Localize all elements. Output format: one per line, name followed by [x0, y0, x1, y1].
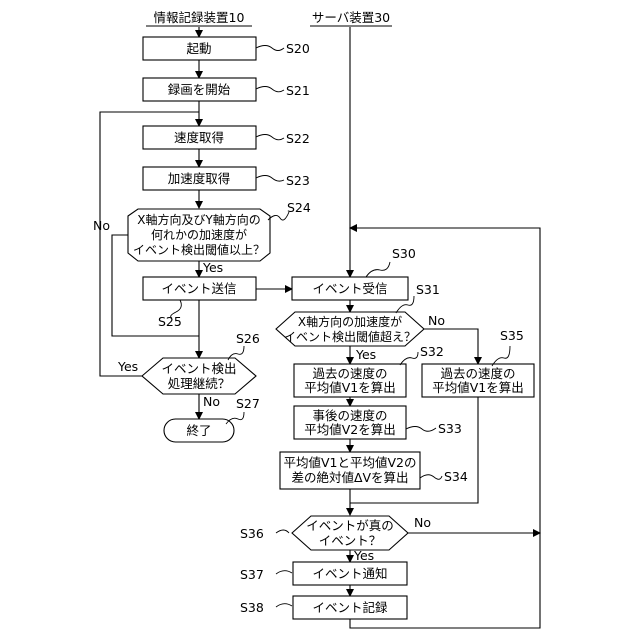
ref-s33: S33	[438, 421, 462, 436]
ref-s27: S27	[236, 396, 260, 411]
ref-s22: S22	[286, 131, 310, 146]
branch-s36-yes: Yes	[353, 548, 374, 563]
decision-s24-line1: X軸方向及びY軸方向の	[137, 212, 261, 227]
decision-s24-line3: イベント検出閾値以上？	[133, 242, 265, 257]
branch-s24-yes: Yes	[202, 260, 223, 275]
branch-s31-no: No	[428, 313, 445, 328]
ref-s25: S25	[158, 314, 182, 329]
ref-s23: S23	[286, 173, 310, 188]
branch-s26-no: No	[203, 394, 220, 409]
lane-header-device: 情報記録装置10	[154, 10, 245, 25]
terminal-s27-label: 終了	[186, 423, 211, 438]
branch-s36-no: No	[414, 515, 431, 530]
step-s32-line2: 平均値V1を算出	[304, 380, 396, 395]
ref-s38: S38	[240, 600, 264, 615]
ref-s36: S36	[240, 526, 264, 541]
step-s32-line1: 過去の速度の	[312, 366, 387, 381]
decision-s36-line2: イベント？	[319, 533, 382, 548]
step-s22-label: 速度取得	[174, 130, 224, 145]
decision-s26-line2: 処理継続？	[168, 376, 231, 391]
step-s25-label: イベント送信	[161, 281, 236, 296]
decision-s31-line1: X軸方向の加速度が	[298, 314, 402, 329]
ref-s20: S20	[286, 41, 310, 56]
step-s35-line2: 平均値V1を算出	[432, 380, 524, 395]
ref-s24: S24	[287, 200, 311, 215]
ref-s32: S32	[420, 344, 444, 359]
step-s33-line2: 平均値V2を算出	[304, 422, 396, 437]
lane-header-server: サーバ装置30	[312, 10, 390, 25]
branch-s31-yes: Yes	[355, 347, 376, 362]
step-s34-line2: 差の絶対値ΔVを算出	[291, 470, 408, 485]
step-s21-label: 録画を開始	[168, 82, 231, 97]
decision-s24-line2: 何れかの加速度が	[151, 227, 247, 242]
step-s34-line1: 平均値V1と平均値V2の	[283, 455, 416, 470]
branch-s24-no: No	[93, 218, 110, 233]
ref-s21: S21	[286, 83, 310, 98]
step-s20-label: 起動	[186, 41, 211, 56]
step-s23-label: 加速度取得	[168, 171, 231, 186]
step-s30-label: イベント受信	[312, 281, 387, 296]
ref-s26: S26	[236, 331, 260, 346]
decision-s36-line1: イベントが真の	[306, 518, 394, 533]
step-s35-line1: 過去の速度の	[440, 366, 515, 381]
ref-s34: S34	[444, 469, 468, 484]
step-s33-line1: 事後の速度の	[312, 408, 387, 423]
branch-s26-yes: Yes	[117, 359, 138, 374]
ref-s31: S31	[416, 282, 440, 297]
ref-s35: S35	[500, 328, 524, 343]
ref-s37: S37	[240, 567, 264, 582]
decision-s31-line2: イベント検出閾値超え？	[284, 329, 416, 344]
decision-s26-line1: イベント検出	[161, 361, 236, 376]
step-s38-label: イベント記録	[312, 600, 388, 615]
ref-s30: S30	[392, 246, 416, 261]
step-s37-label: イベント通知	[312, 566, 387, 581]
